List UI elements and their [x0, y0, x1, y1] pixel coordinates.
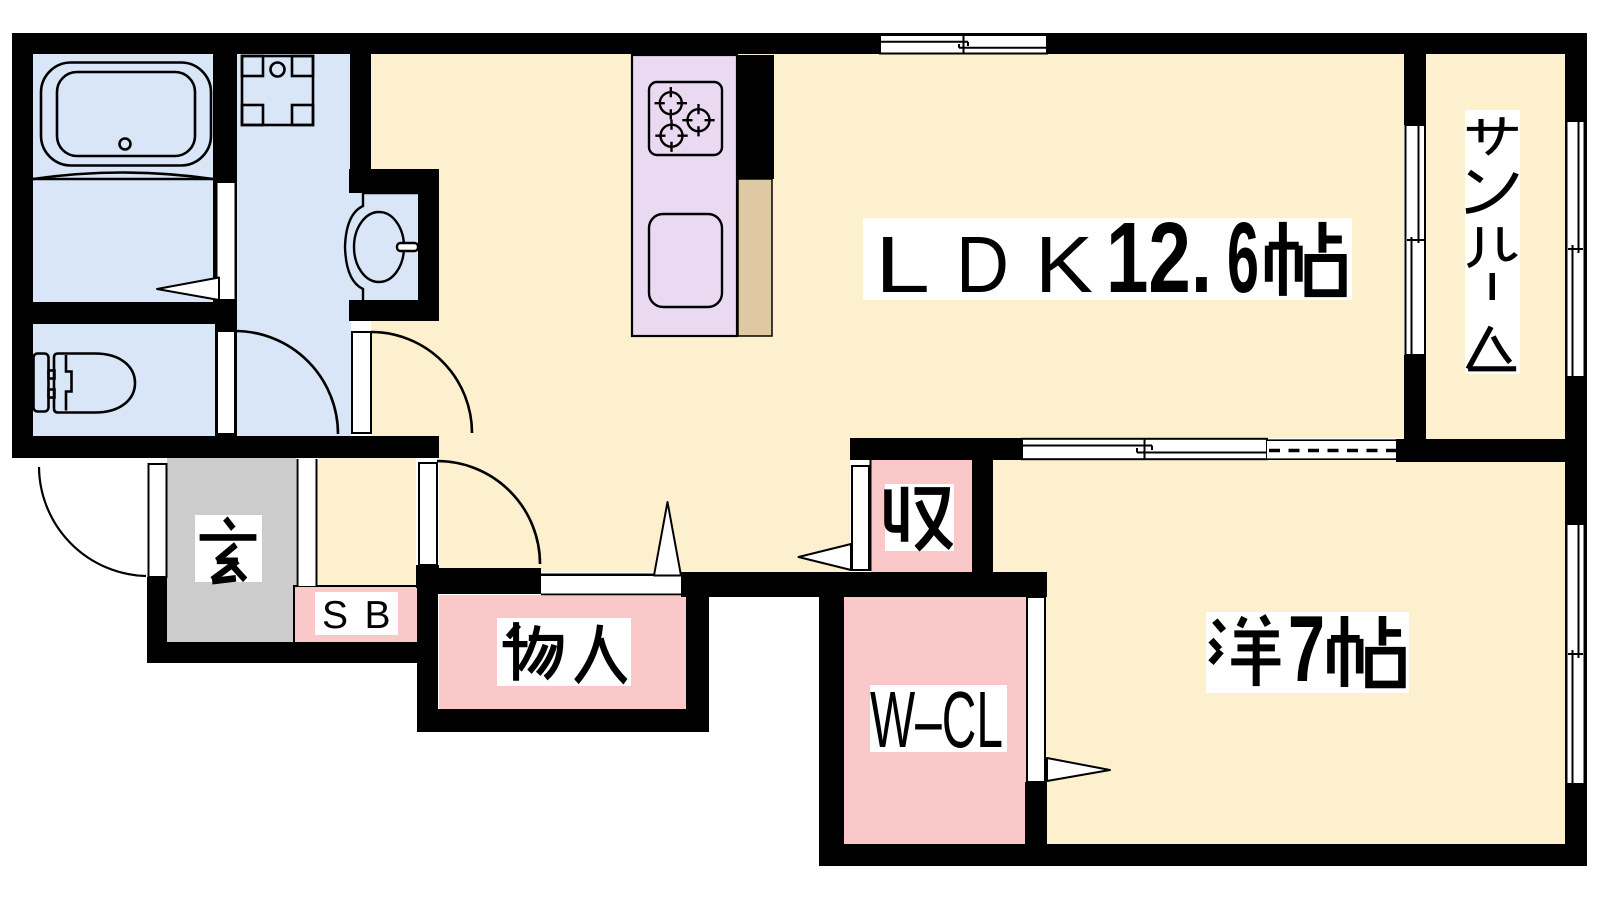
svg-text:D: D: [956, 220, 1009, 309]
svg-text:W–CL: W–CL: [870, 675, 1003, 764]
svg-text:12.: 12.: [1106, 202, 1212, 314]
svg-text:7: 7: [1288, 596, 1325, 701]
svg-text:L: L: [875, 220, 930, 309]
svg-text:S: S: [322, 594, 348, 637]
svg-text:K: K: [1035, 220, 1093, 309]
svg-text:6: 6: [1227, 202, 1259, 314]
svg-text:B: B: [365, 594, 391, 637]
